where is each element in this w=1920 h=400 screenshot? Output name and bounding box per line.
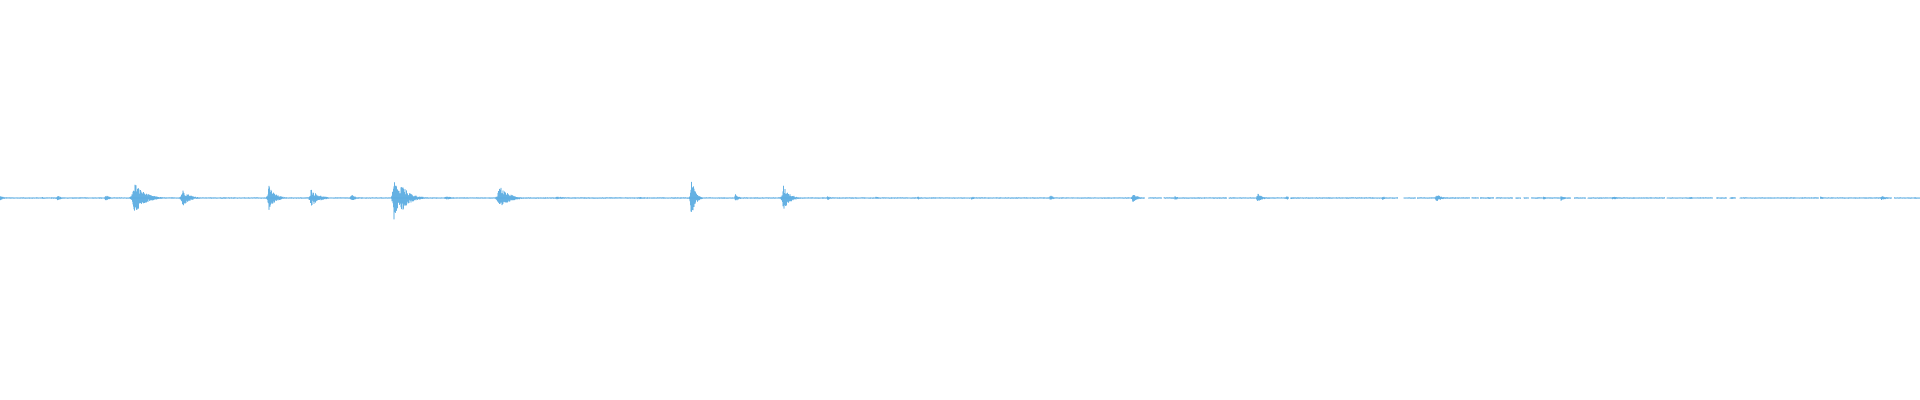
waveform-signal (0, 181, 1920, 220)
